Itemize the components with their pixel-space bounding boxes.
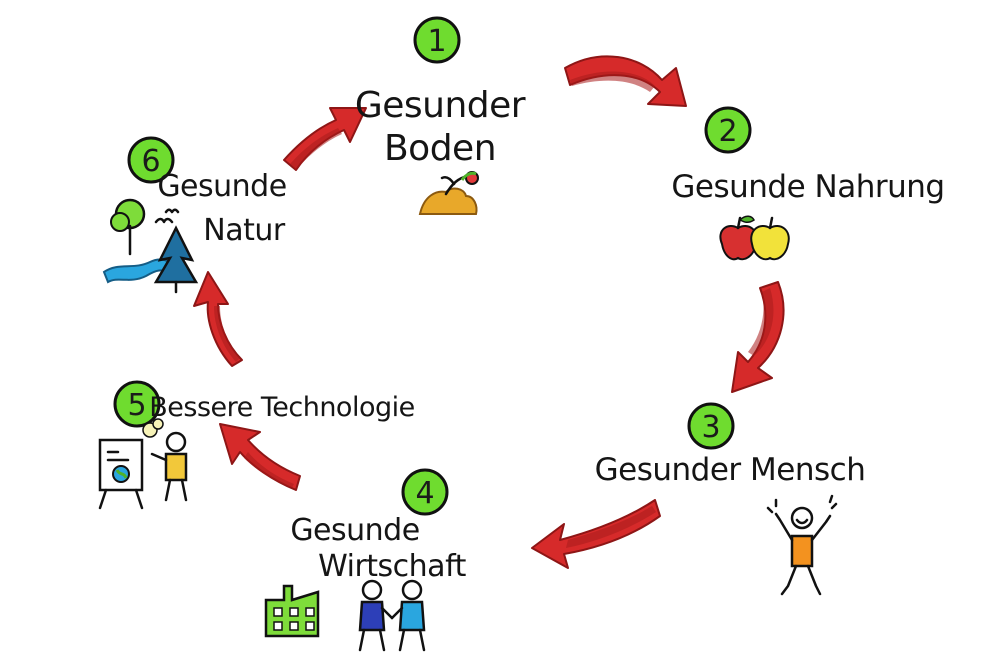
step-6-label-line1: Gesunde <box>157 169 286 204</box>
step-3: 3 Gesunder Mensch <box>595 402 866 596</box>
arrow-3-to-4 <box>531 499 661 569</box>
nature-tree-river-icon <box>102 198 199 294</box>
step-6-number: 6 <box>141 144 160 179</box>
step-1-badge: 1 <box>413 16 461 64</box>
step-5-label: Bessere Technologie <box>149 392 414 423</box>
arrow-1-to-2 <box>564 55 687 107</box>
step-1-label-line1: Gesunder <box>355 85 526 126</box>
arrow-5-to-6 <box>193 271 243 367</box>
step-4-badge: 4 <box>401 468 449 516</box>
handshake-icon <box>358 579 426 652</box>
arrow-4-to-5 <box>219 423 301 491</box>
step-4-label-line2: Wirtschaft <box>318 549 466 584</box>
step-5-number: 5 <box>127 388 146 423</box>
step-6: 6 Gesunde Natur <box>102 136 287 294</box>
step-2-number: 2 <box>718 114 737 149</box>
soil-plant-icon <box>418 171 479 215</box>
step-2: 2 Gesunde Nahrung <box>671 106 945 261</box>
step-2-label: Gesunde Nahrung <box>671 169 944 205</box>
step-1-number: 1 <box>427 24 446 59</box>
happy-person-icon <box>766 494 838 596</box>
step-1-label-line2: Boden <box>384 128 496 169</box>
step-3-label: Gesunder Mensch <box>595 452 866 488</box>
step-6-badge: 6 <box>127 136 175 184</box>
step-1: 1 Gesunder Boden <box>355 16 526 215</box>
step-2-badge: 2 <box>704 106 752 154</box>
step-5: 5 Bessere Technologie <box>98 380 415 510</box>
step-4: 4 Gesunde Wirtschaft <box>264 468 467 652</box>
step-6-label-line2: Natur <box>203 213 286 248</box>
step-3-number: 3 <box>701 410 720 445</box>
step-3-badge: 3 <box>687 402 735 450</box>
step-4-label-line1: Gesunde <box>290 513 419 548</box>
arrow-6-to-1 <box>283 107 367 171</box>
arrow-2-to-3 <box>731 281 785 393</box>
step-5-badge: 5 <box>113 380 161 428</box>
apples-icon <box>719 215 790 261</box>
factory-icon <box>264 584 320 638</box>
presenter-flipchart-icon <box>98 418 188 510</box>
step-4-number: 4 <box>415 476 434 511</box>
